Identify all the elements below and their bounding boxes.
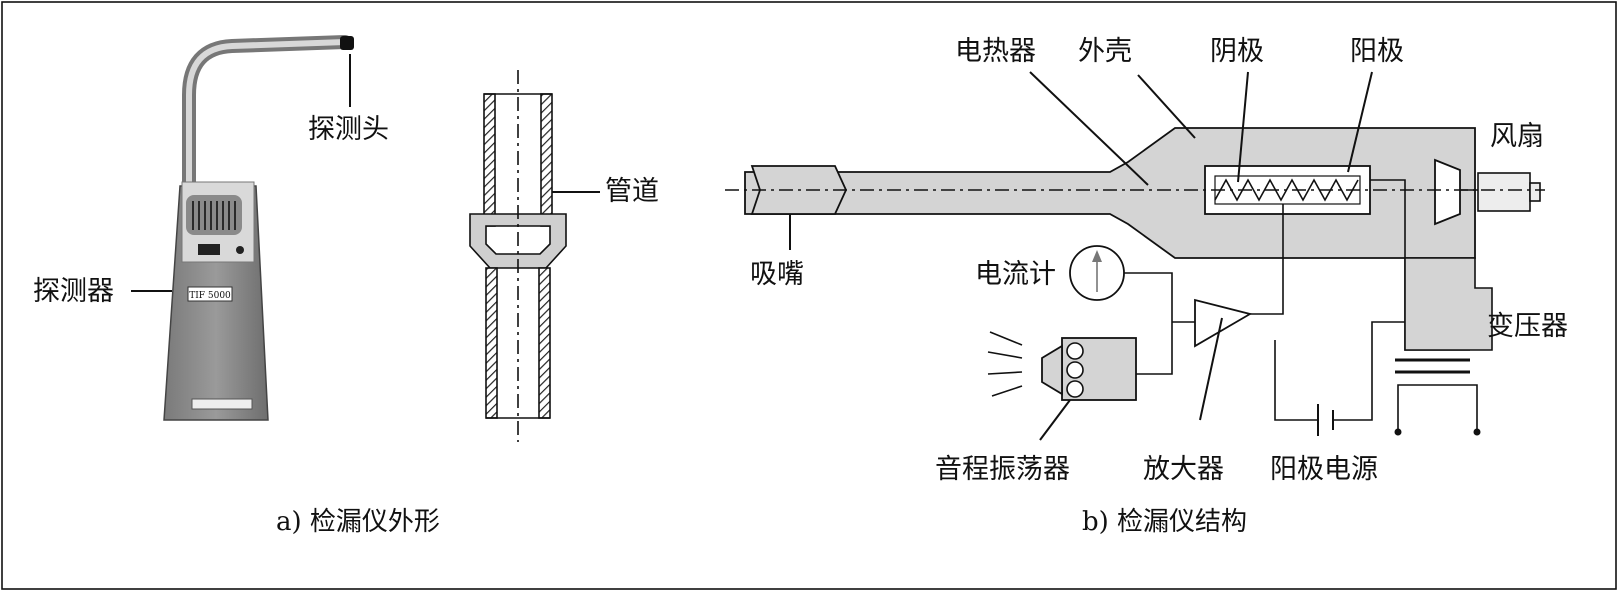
transformer-block	[1404, 257, 1493, 351]
panel-a: 探测头 TIF 5000 探测器	[33, 35, 659, 537]
terminal-right	[1473, 428, 1481, 436]
fan-housing	[1434, 158, 1461, 226]
amplifier-label: 放大器	[1143, 454, 1224, 485]
nozzle-label: 吸嘴	[750, 259, 804, 290]
power-switch	[198, 244, 220, 255]
model-plate	[187, 286, 233, 302]
fan-motor-end	[1529, 182, 1541, 202]
cathode-label: 阴极	[1210, 36, 1264, 67]
transformer-label: 变压器	[1487, 311, 1568, 342]
oscillator-leader	[1039, 399, 1071, 441]
pipe-upper-wall-right	[540, 93, 553, 227]
probe-head-label: 探测头	[308, 114, 389, 145]
pipe-label: 管道	[605, 176, 659, 207]
panel-b: 风扇 吸嘴 电热器 外壳 阴极 阳极	[725, 36, 1568, 537]
panel-b-caption: b) 检漏仪结构	[1082, 507, 1247, 537]
amplifier-leader	[1199, 317, 1223, 421]
terminal-left	[1394, 428, 1402, 436]
fan-label: 风扇	[1490, 121, 1544, 152]
probe-tip	[340, 36, 354, 50]
detector-label: 探测器	[33, 276, 114, 307]
pipe-upper-wall-left	[483, 93, 496, 227]
anode-supply-label: 阳极电源	[1270, 454, 1378, 485]
housing-label: 外壳	[1078, 36, 1132, 67]
speaker-grille-slots	[192, 201, 236, 230]
ammeter-needle-arrow	[1092, 250, 1102, 262]
panel-a-caption: a) 检漏仪外形	[276, 507, 440, 537]
heater-label: 电热器	[955, 36, 1036, 67]
bottom-plate	[191, 398, 253, 410]
fan-motor	[1477, 172, 1531, 212]
pipe-lower-wall-right	[538, 267, 551, 419]
oscillator-knob-3	[1066, 380, 1084, 398]
pipe-section: 管道	[469, 70, 659, 442]
probe-hose-highlight	[186, 39, 348, 189]
oscillator-knob-2	[1066, 361, 1084, 379]
pipe-lower-wall-left	[485, 267, 498, 419]
sound-waves	[987, 331, 1023, 397]
amplifier	[1194, 298, 1253, 348]
anode-label: 阳极	[1350, 36, 1404, 67]
indicator-light	[236, 246, 244, 254]
heater-leader	[1029, 71, 1149, 186]
model-plate-text: TIF 5000	[189, 291, 231, 301]
oscillator-label: 音程振荡器	[935, 454, 1070, 485]
anode-leader	[1347, 71, 1373, 173]
ammeter-label: 电流计	[975, 259, 1056, 290]
housing-leader	[1137, 74, 1196, 139]
circuit-wiring	[1120, 179, 1478, 430]
speaker-grille	[186, 195, 242, 235]
cathode-leader	[1237, 71, 1249, 183]
speaker-cone	[1041, 344, 1063, 396]
oscillator-knob-1	[1066, 342, 1084, 360]
